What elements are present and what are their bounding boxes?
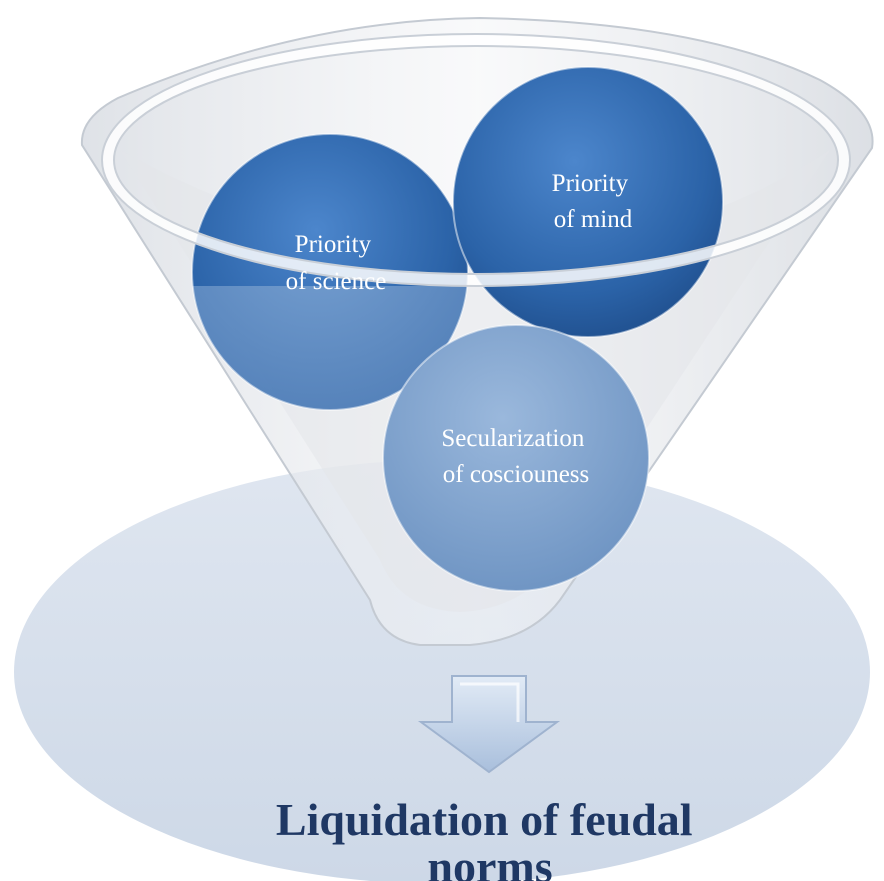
funnel-rim: [102, 34, 850, 286]
down-arrow-icon: [417, 675, 561, 774]
label-priority-science: Priority of science: [286, 231, 387, 295]
label-secularization: Secularization of cosciouness: [441, 425, 590, 488]
base-ellipse: [14, 460, 870, 881]
funnel-rim-inner-outline: [113, 45, 839, 275]
circle-priority-mind: [452, 66, 724, 338]
funnel-rim-outline: [101, 33, 851, 287]
circle-priority-science: [191, 133, 469, 411]
circle-secularization: [382, 324, 650, 592]
result-label: Liquidation of feudal norms: [276, 794, 704, 881]
label-priority-mind: Priority of mind: [552, 170, 635, 233]
